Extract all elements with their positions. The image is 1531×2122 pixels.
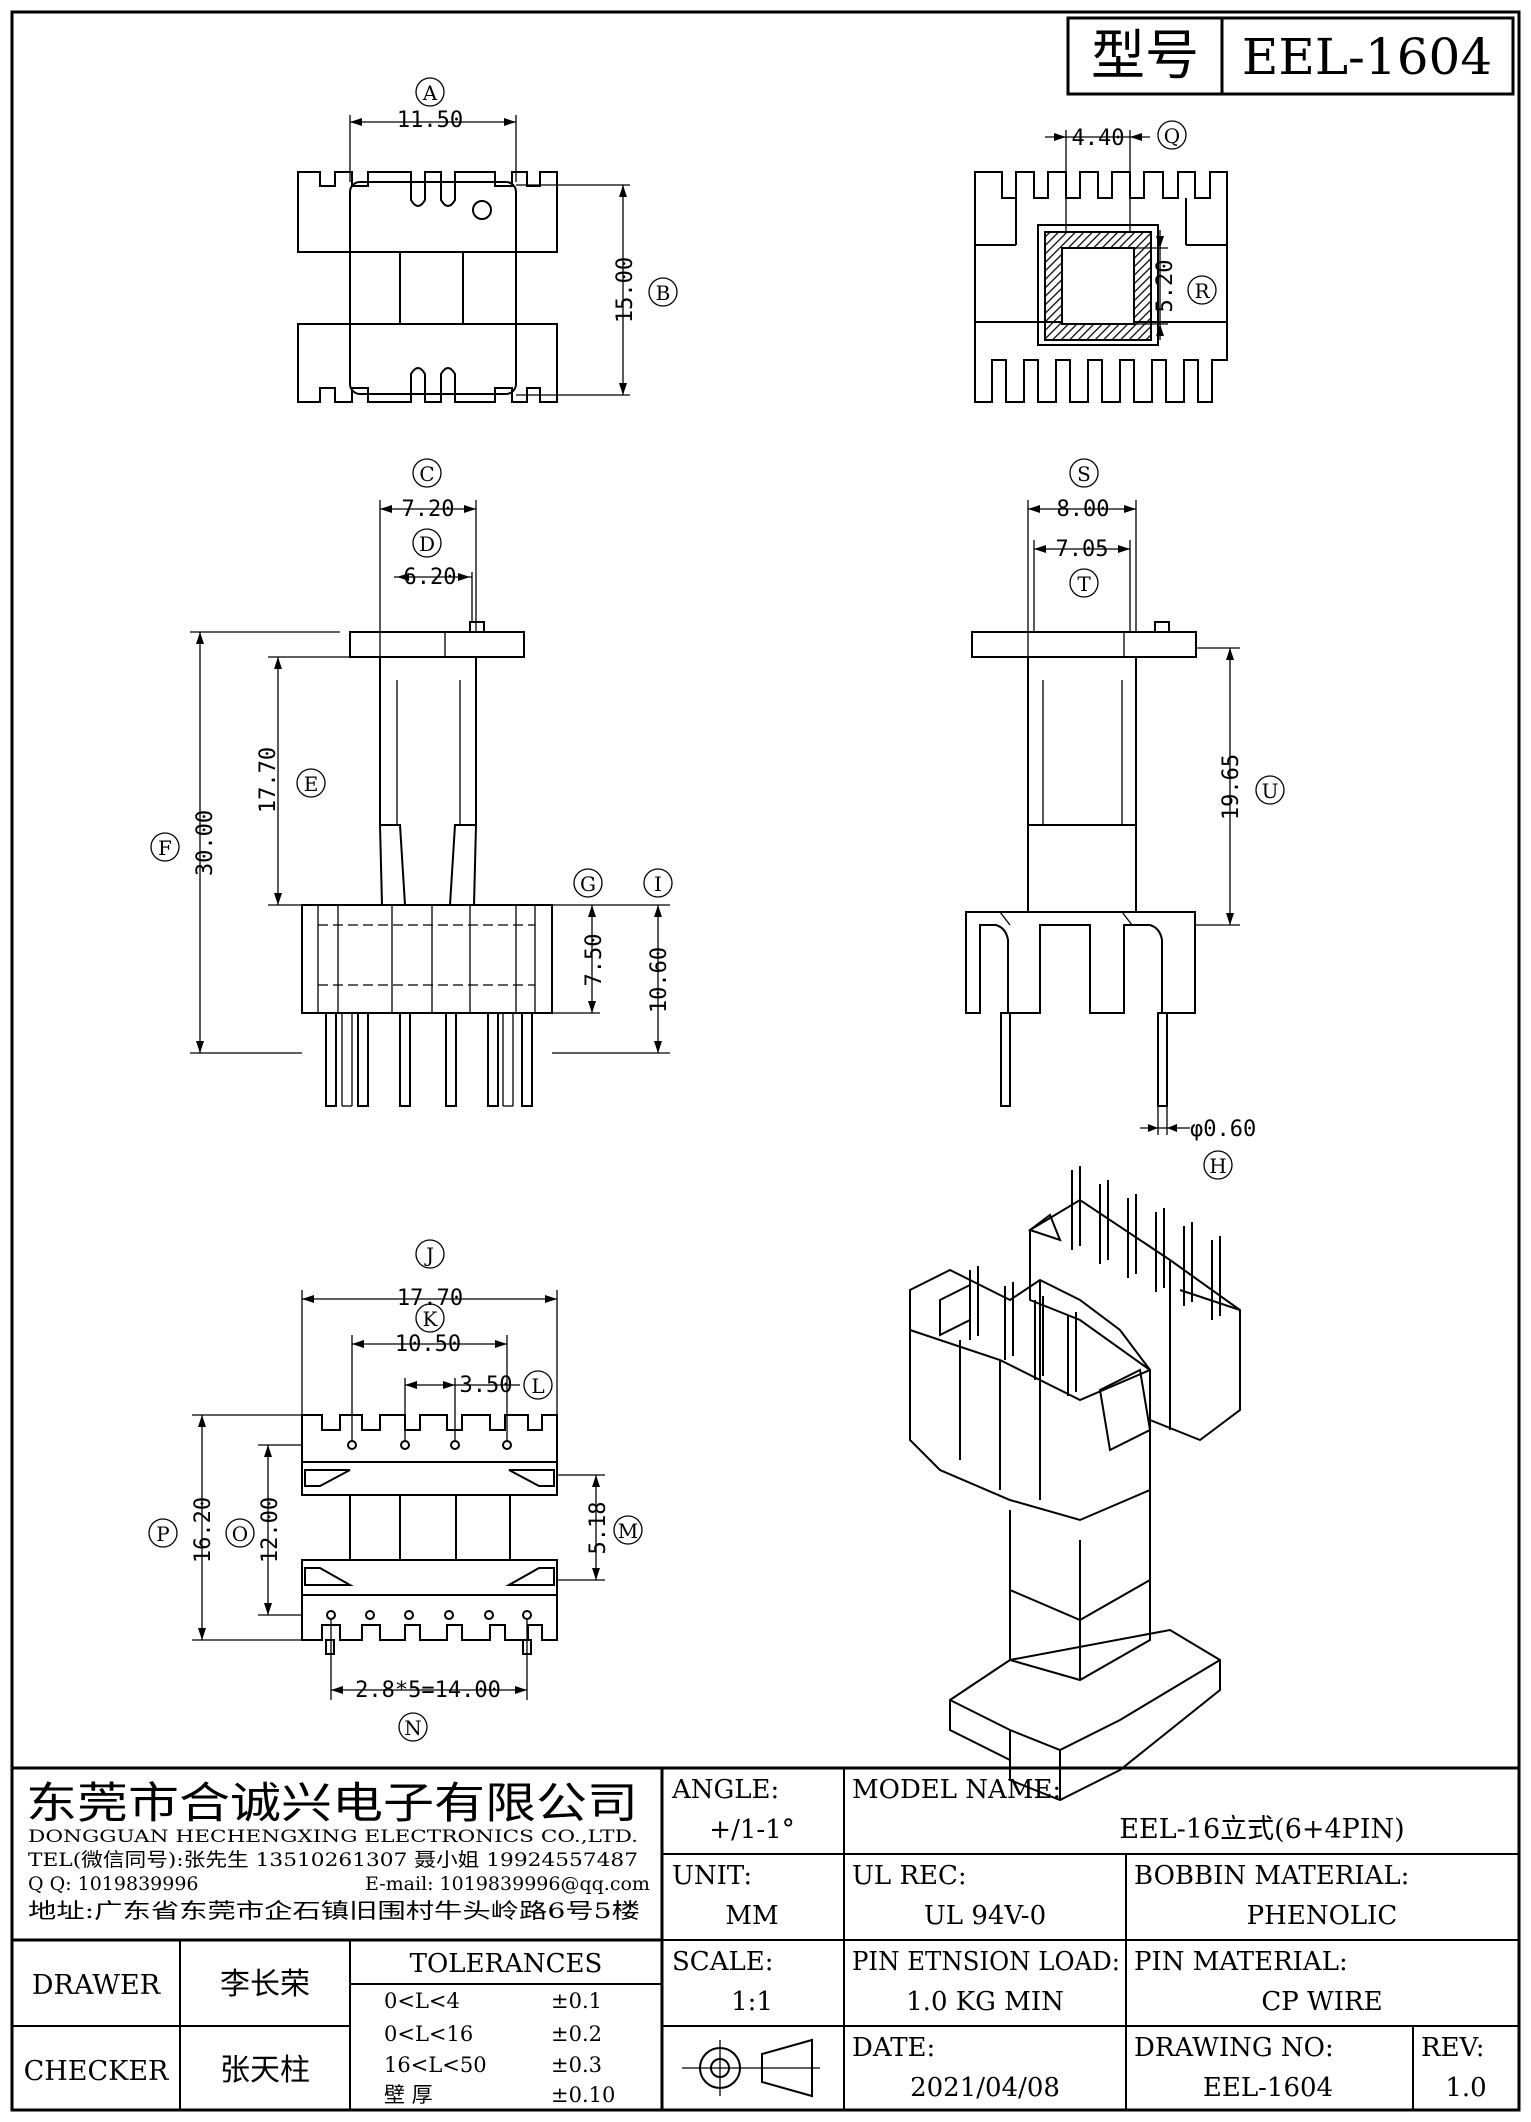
scale-value: 1:1 (731, 1987, 773, 2017)
dim-K-value: 10.50 (395, 1332, 461, 1357)
dim-C-mark: C (419, 462, 434, 486)
checker-label: CHECKER (24, 2056, 169, 2087)
company-address: 地址:广东省东莞市企石镇旧围村牛头岭路6号5楼 (28, 1899, 640, 1923)
date-label: DATE: (852, 2033, 935, 2063)
front-view: 7.20 C 6.20 D 30.00 F 17.70 E 7.50 (150, 458, 673, 1107)
dim-A-value: 11.50 (397, 108, 463, 133)
tol-range-0: 0<L<4 (384, 1989, 460, 2013)
dim-M-value: 5.18 (586, 1502, 611, 1555)
dim-F-mark: F (158, 836, 172, 860)
dim-T-value: 7.05 (1056, 537, 1109, 562)
ul-rec-value: UL 94V-0 (924, 1901, 1046, 1931)
tolerances-title: TOLERANCES (410, 1949, 603, 1979)
dim-N-mark: N (404, 1716, 422, 1740)
section-view: 4.40 Q 5.20 R (974, 120, 1228, 403)
company-name-en: DONGGUAN HECHENGXING ELECTRONICS CO.,LTD… (28, 1827, 638, 1847)
top-view: 11.50 A 15.00 B (297, 77, 678, 403)
bobbin-material-label: BOBBIN MATERIAL: (1134, 1861, 1409, 1891)
dim-P-value: 16.20 (191, 1497, 216, 1563)
bobbin-material-value: PHENOLIC (1247, 1901, 1398, 1931)
scale-label: SCALE: (672, 1947, 774, 1977)
dim-P-mark: P (156, 1522, 169, 1546)
tol-range-2: 16<L<50 (384, 2053, 487, 2077)
tol-value-0: ±0.1 (551, 1989, 602, 2013)
dim-R-mark: R (1194, 279, 1210, 303)
dim-R-value: 5.20 (1153, 260, 1178, 313)
dim-M-mark: M (618, 1519, 638, 1543)
dim-O-mark: O (232, 1522, 248, 1546)
model-title-box: 型号 EEL-1604 (1066, 16, 1515, 96)
company-email: E-mail: 1019839996@qq.com (365, 1873, 650, 1895)
dim-B-value: 15.00 (613, 257, 638, 323)
dim-S-value: 8.00 (1057, 497, 1110, 522)
isometric-pins (969, 1166, 1221, 1396)
dim-G-mark: G (580, 872, 596, 896)
dim-U-value: 19.65 (1219, 754, 1244, 820)
projection-symbol-icon (682, 2038, 820, 2098)
model-value: EEL-1604 (1242, 28, 1492, 86)
tol-range-1: 0<L<16 (384, 2022, 473, 2046)
dim-E-mark: E (304, 772, 319, 796)
dim-D-mark: D (419, 532, 435, 556)
model-name-value: EEL-16立式(6+4PIN) (1119, 1814, 1404, 1845)
rev-label: REV: (1421, 2033, 1484, 2063)
drawer-value: 李长荣 (220, 1967, 310, 2002)
dim-H-mark: H (1209, 1154, 1226, 1178)
bottom-view: 17.70 J 10.50 K 3.50 L 5.18 M 12.00 O (148, 1239, 643, 1742)
drawing-no-label: DRAWING NO: (1134, 2033, 1334, 2063)
company-qq: Q Q: 1019839996 (28, 1873, 199, 1895)
dim-F-value: 30.00 (193, 810, 218, 876)
company-name-cn: 东莞市合诚兴电子有限公司 (26, 1779, 638, 1829)
dim-I-mark: I (654, 872, 662, 896)
dim-L-mark: L (531, 1374, 544, 1398)
dim-E-value: 17.70 (256, 747, 281, 813)
pin-material-value: CP WIRE (1261, 1987, 1382, 2017)
dim-A-mark: A (422, 81, 438, 105)
pin-extension-value: 1.0 KG MIN (906, 1987, 1064, 2017)
date-value: 2021/04/08 (910, 2073, 1060, 2103)
dim-D-value: 6.20 (404, 565, 457, 590)
unit-label: UNIT: (672, 1861, 752, 1891)
ul-rec-label: UL REC: (852, 1861, 967, 1891)
isometric-view (909, 1166, 1241, 1802)
tol-range-3: 壁 厚 (384, 2083, 433, 2107)
model-label: 型号 (1091, 24, 1199, 87)
dim-G-value: 7.50 (582, 934, 607, 987)
dim-S-mark: S (1077, 462, 1091, 486)
side-view: 8.00 S 7.05 T 19.65 U φ0.60 H (965, 458, 1285, 1180)
dim-J-mark: J (424, 1243, 434, 1267)
rev-value: 1.0 (1445, 2073, 1486, 2103)
dim-K-mark: K (423, 1307, 439, 1331)
company-tel: TEL(微信同号):张先生 13510261307 聂小姐 1992455748… (28, 1849, 638, 1871)
dim-Q-mark: Q (1164, 124, 1180, 148)
checker-value: 张天柱 (220, 2053, 310, 2088)
dim-L-value: 3.50 (460, 1373, 513, 1398)
pin-extension-label: PIN ETNSION LOAD: (852, 1947, 1120, 1977)
angle-value: +/1-1° (709, 1815, 794, 1845)
tol-value-3: ±0.10 (551, 2083, 615, 2107)
dim-N-value: 2.8*5=14.00 (355, 1678, 501, 1703)
dim-U-mark: U (1262, 779, 1279, 803)
bottom-pin-holes (326, 1440, 532, 1620)
dim-Q-value: 4.40 (1072, 126, 1125, 151)
front-pins (325, 1012, 533, 1107)
angle-label: ANGLE: (671, 1775, 779, 1805)
pin-material-label: PIN MATERIAL: (1134, 1947, 1348, 1977)
dim-T-mark: T (1077, 572, 1091, 596)
tol-value-1: ±0.2 (551, 2022, 602, 2046)
dim-I-value: 10.60 (647, 947, 672, 1013)
drawer-label: DRAWER (32, 1970, 161, 2001)
dim-J-value: 17.70 (397, 1286, 463, 1311)
dim-B-mark: B (656, 281, 671, 305)
unit-value: MM (725, 1901, 778, 1931)
dim-O-value: 12.00 (258, 1497, 283, 1563)
drawing-no-value: EEL-1604 (1203, 2073, 1333, 2103)
dim-H-value: φ0.60 (1190, 1117, 1256, 1142)
model-name-label: MODEL NAME: (852, 1775, 1061, 1805)
dim-C-value: 7.20 (402, 497, 455, 522)
tol-value-2: ±0.3 (551, 2053, 602, 2077)
title-block: 东莞市合诚兴电子有限公司 DONGGUAN HECHENGXING ELECTR… (10, 1766, 1521, 2112)
